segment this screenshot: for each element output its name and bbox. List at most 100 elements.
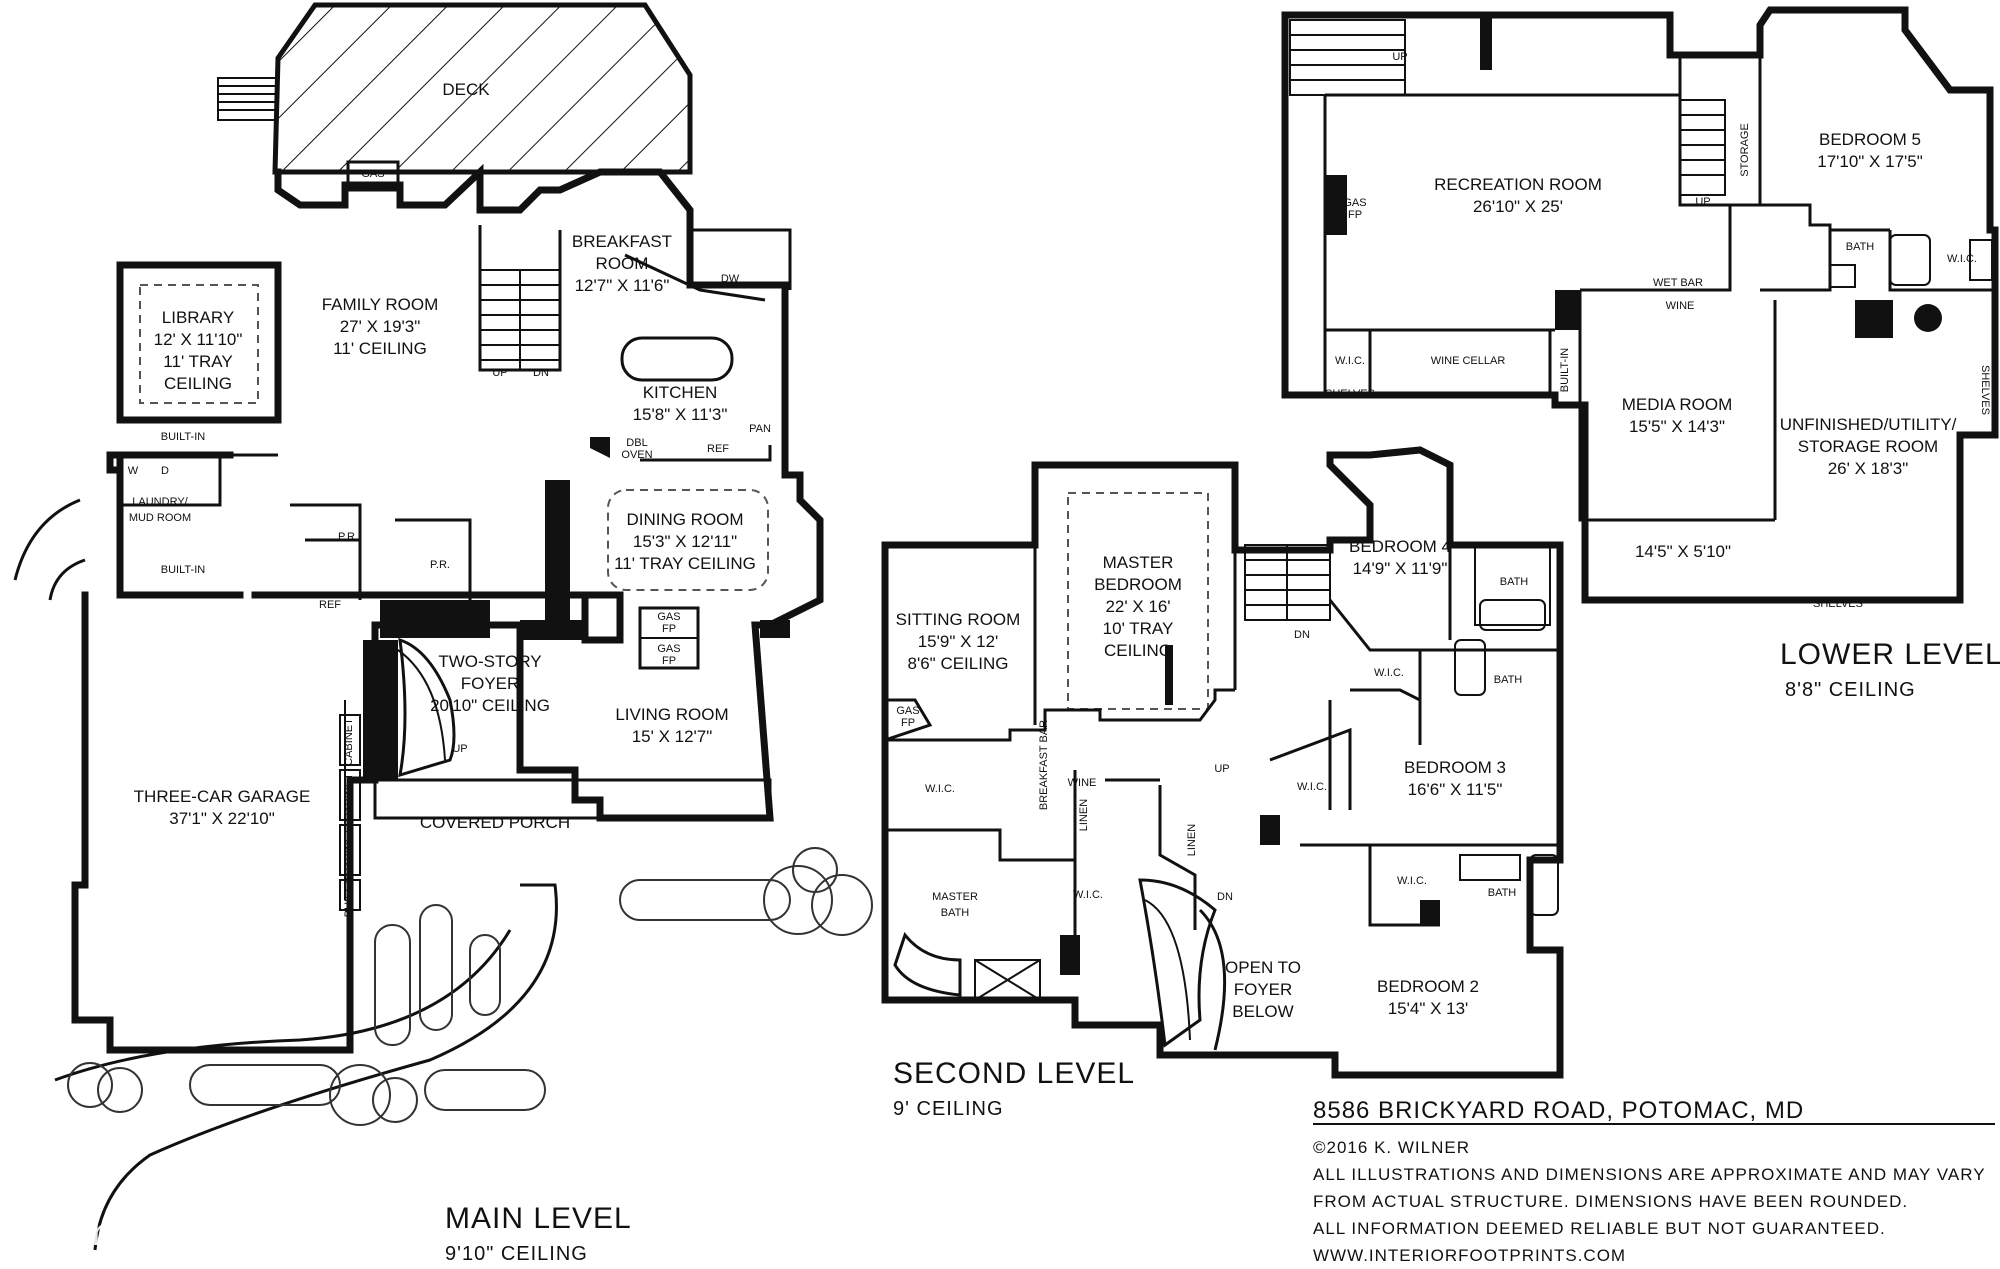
- covered-porch: [373, 778, 772, 820]
- second-spiral-stair: [1138, 878, 1217, 1048]
- bedroom3-name: BEDROOM 3: [1404, 758, 1506, 777]
- second-wic-3: W.I.C.: [1297, 781, 1327, 793]
- disclaimer-line-2: FROM ACTUAL STRUCTURE. DIMENSIONS HAVE B…: [1313, 1192, 1908, 1211]
- garage-name: THREE-CAR GARAGE: [134, 787, 311, 806]
- lower-wic-2: W.I.C.: [1947, 253, 1977, 265]
- landscaping: [67, 847, 873, 1126]
- main-level-plan: [13, 2, 873, 1251]
- dishwasher-label: DW: [721, 273, 740, 285]
- driveway: [93, 883, 558, 1251]
- laundry-name-2: MUD ROOM: [129, 512, 191, 524]
- linen-label-1: LINEN: [1078, 799, 1090, 831]
- main-stairs-up: UP: [492, 367, 507, 379]
- main-level-ceiling: 9'10" CEILING: [445, 1243, 588, 1265]
- kitchen-size: 15'8" X 11'3": [633, 405, 728, 424]
- breakfast-room-size: 12'7" X 11'6": [575, 276, 670, 295]
- breakfast-bar-label: BREAKFAST BAR: [1038, 720, 1050, 810]
- website: WWW.INTERIORFOOTPRINTS.COM: [1313, 1246, 1626, 1265]
- lower-level-ceiling: 8'8" CEILING: [1785, 679, 1916, 701]
- dining-room-ceiling: 11' TRAY CEILING: [614, 554, 756, 573]
- sitting-room-fireplace: [883, 698, 933, 743]
- master-bedroom-ceiling: CEILING: [1104, 641, 1172, 660]
- foyer-up-label: UP: [452, 743, 467, 755]
- disclaimer-line-3: ALL INFORMATION DEEMED RELIABLE BUT NOT …: [1313, 1219, 1886, 1238]
- pr-label-2: P.R.: [430, 559, 450, 571]
- second-wic-4: W.I.C.: [1374, 667, 1404, 679]
- second-dn-label-2: DN: [1217, 891, 1233, 903]
- lower-up-1: UP: [1392, 51, 1407, 63]
- second-wic-2: W.I.C.: [1073, 889, 1103, 901]
- lower-bath-label: BATH: [1846, 241, 1875, 253]
- media-room-name: MEDIA ROOM: [1622, 395, 1733, 414]
- main-level-labels: DECK FAMILY ROOM 27' X 19'3" 11' CEILING…: [128, 80, 771, 1265]
- foyer-name: TWO-STORY: [438, 652, 541, 671]
- living-room-size: 15' X 12'7": [632, 727, 713, 746]
- library-size: 12' X 11'10": [154, 330, 243, 349]
- deck-stairs: [217, 77, 277, 121]
- utility-name: UNFINISHED/UTILITY/: [1780, 415, 1957, 434]
- living-room-name: LIVING ROOM: [615, 705, 728, 724]
- family-room-name: FAMILY ROOM: [322, 295, 439, 314]
- kitchen-island: [620, 336, 734, 382]
- second-up-label: UP: [1214, 763, 1229, 775]
- lower-shelves-3: SHELVES: [1979, 365, 1991, 415]
- bedroom5-size: 17'10" X 17'5": [1817, 152, 1923, 171]
- dining-room-size: 15'3" X 12'11": [633, 532, 737, 551]
- family-fp-gas: GAS: [361, 168, 384, 180]
- second-dn-label-1: DN: [1294, 629, 1310, 641]
- library-built-in: BUILT-IN: [161, 431, 205, 443]
- second-bath-2: BATH: [1494, 674, 1523, 686]
- garage-cabinet-2: CABINET: [343, 773, 355, 821]
- library-name: LIBRARY: [162, 308, 234, 327]
- master-tray-outline: [1067, 492, 1209, 710]
- storage-alcove-size: 14'5" X 5'10": [1635, 542, 1731, 561]
- second-level-ceiling: 9' CEILING: [893, 1098, 1004, 1120]
- sitting-room-size: 15'9" X 12': [918, 632, 999, 651]
- foyer-ceiling: 20'10" CEILING: [430, 696, 550, 715]
- main-stairs: [479, 269, 561, 371]
- second-stairs: [1244, 544, 1331, 621]
- lower-storage-label: STORAGE: [1739, 123, 1751, 177]
- master-bedroom-tray: 10' TRAY: [1103, 619, 1174, 638]
- dining-built-in: BUILT-IN: [553, 528, 565, 572]
- sitting-fp-gas: GAS: [896, 705, 919, 717]
- living-fp-fp-1: FP: [662, 623, 676, 635]
- master-bedroom-name: MASTER: [1103, 553, 1174, 572]
- laundry-name: LAUNDRY/: [132, 496, 188, 508]
- family-room-ceiling: 11' CEILING: [333, 339, 427, 358]
- wine-cellar-label: WINE CELLAR: [1431, 355, 1506, 367]
- foyer-name-2: FOYER: [461, 674, 520, 693]
- disclaimer-line-1: ALL ILLUSTRATIONS AND DIMENSIONS ARE APP…: [1313, 1165, 1986, 1184]
- kitchen-ref-label: REF: [707, 443, 729, 455]
- watermark-brand: bright: [18, 1212, 126, 1254]
- second-level-labels: SITTING ROOM 15'9" X 12' 8'6" CEILING MA…: [893, 537, 1528, 1120]
- lower-wine-label: WINE: [1666, 300, 1695, 312]
- lower-fp-fp: FP: [1348, 209, 1362, 221]
- kitchen-name: KITCHEN: [643, 383, 718, 402]
- lower-stairs: [1289, 19, 1726, 196]
- open-to-foyer-2: FOYER: [1234, 980, 1293, 999]
- bedroom2-name: BEDROOM 2: [1377, 977, 1479, 996]
- dining-tray-outline: [607, 489, 769, 591]
- utility-size: 26' X 18'3": [1828, 459, 1909, 478]
- master-bedroom-name-2: BEDROOM: [1094, 575, 1182, 594]
- breakfast-room-name: BREAKFAST: [572, 232, 672, 251]
- second-wic-5: W.I.C.: [1397, 875, 1427, 887]
- open-to-foyer-1: OPEN TO: [1225, 958, 1301, 977]
- pr-label-1: P.R.: [338, 531, 358, 543]
- library-tray-outline: [139, 284, 259, 404]
- washer-label: W: [128, 465, 139, 477]
- lower-level-title: LOWER LEVEL: [1780, 638, 2000, 671]
- second-wic-1: W.I.C.: [925, 783, 955, 795]
- family-fp-fp: FP: [366, 180, 380, 192]
- lower-fp-gas: GAS: [1343, 197, 1366, 209]
- second-level-title: SECOND LEVEL: [893, 1057, 1135, 1090]
- lower-shelves-1: SHELVES: [1325, 388, 1375, 400]
- second-wine-label: WINE: [1068, 777, 1097, 789]
- sitting-fp-fp: FP: [901, 717, 915, 729]
- lower-built-in: BUILT-IN: [1559, 348, 1571, 392]
- master-bedroom-size: 22' X 16': [1105, 597, 1170, 616]
- pantry-label: PAN: [749, 423, 771, 435]
- garage-cabinet-1: CABINET: [343, 718, 355, 766]
